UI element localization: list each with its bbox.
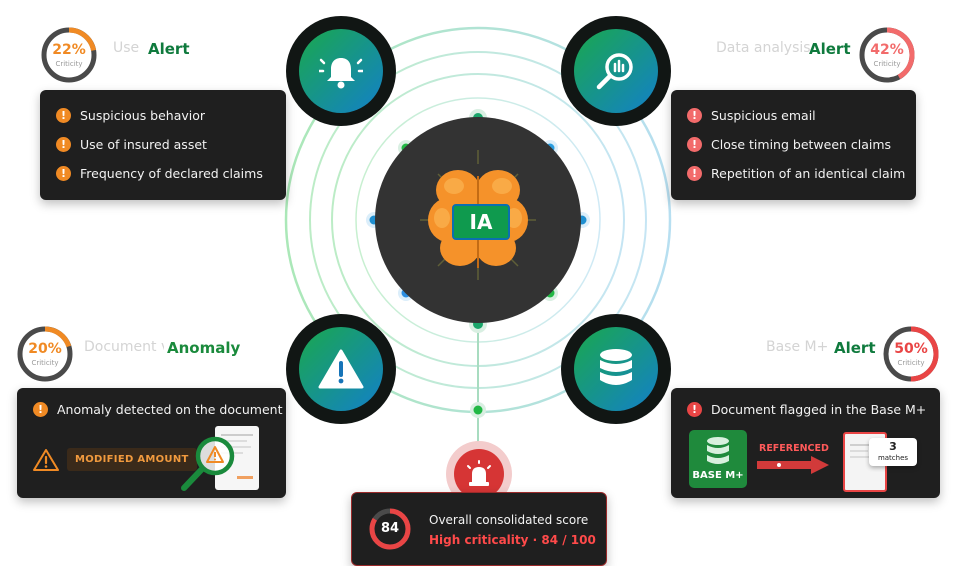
- arrow-right-icon: [757, 456, 829, 474]
- gauge-fill: [17, 326, 73, 382]
- warning-icon: !: [56, 137, 71, 152]
- criticity-gauge-top-left: 22% Criticity: [40, 26, 98, 84]
- criticity-gauge-top-right: 42% Criticity: [858, 26, 916, 84]
- gauge-caption: Criticity: [31, 359, 59, 367]
- warning-icon: !: [687, 402, 702, 417]
- matches-badge: 3 matches: [869, 438, 917, 466]
- anomaly-tag: Anomaly: [167, 339, 241, 357]
- faded-label-top-left: Use: [113, 40, 140, 56]
- warning-icon: !: [687, 108, 702, 123]
- list-item: ! Frequency of declared claims: [56, 166, 263, 181]
- magnifier-chart-icon: [596, 53, 633, 90]
- criticity-gauge-bottom-right: 50% Criticity: [882, 325, 940, 383]
- list-item: ! Use of insured asset: [56, 137, 207, 152]
- analysis-node: [561, 16, 671, 126]
- base-m-plus-logo: BASE M+: [689, 430, 747, 488]
- score-subtitle: High criticality · 84 / 100: [429, 533, 596, 547]
- database-icon: [707, 437, 729, 464]
- warning-icon: !: [56, 108, 71, 123]
- gauge-percent: 22%: [52, 42, 86, 58]
- gauge-fill: [883, 326, 939, 382]
- gauge-percent: 20%: [28, 341, 62, 357]
- gauge-percent: 50%: [894, 341, 928, 357]
- siren-node: [454, 449, 504, 499]
- warning-icon: !: [33, 402, 48, 417]
- database-node: [561, 314, 671, 424]
- card-header: ! Document flagged in the Base M+: [687, 402, 926, 417]
- list-item: ! Suspicious email: [687, 108, 816, 123]
- alert-tag-bottom-right: Alert: [834, 339, 876, 357]
- magnifier-icon: [181, 436, 235, 491]
- score-value: 84: [380, 521, 400, 536]
- anomaly-card: ! Anomaly detected on the document MODIF…: [17, 388, 286, 498]
- alert-tag-top-left: Alert: [148, 40, 190, 58]
- warning-icon: !: [687, 137, 702, 152]
- base-check-card: ! Document flagged in the Base M+ BASE M…: [671, 388, 940, 498]
- gauge-ring: [859, 27, 915, 83]
- warning-triangle-icon: [318, 349, 364, 389]
- warning-icon: !: [687, 166, 702, 181]
- gauge-caption: Criticity: [873, 60, 901, 68]
- score-card: 84 Overall consolidated score High criti…: [351, 492, 607, 566]
- alert-card-top-left: ! Suspicious behavior ! Use of insured a…: [40, 90, 286, 200]
- faded-label-bottom-left: Document verification: [84, 339, 164, 355]
- warning-icon: !: [56, 166, 71, 181]
- list-item: ! Repetition of an identical claim: [687, 166, 905, 181]
- gauge-caption: Criticity: [897, 359, 925, 367]
- modified-amount-badge: MODIFIED AMOUNT: [67, 448, 197, 471]
- referenced-label: REFERENCED: [759, 443, 829, 454]
- bell-icon: [319, 58, 363, 89]
- database-icon: [600, 349, 632, 385]
- gauge-ring: [17, 326, 73, 382]
- list-item: ! Close timing between claims: [687, 137, 891, 152]
- anomaly-node: [286, 314, 396, 424]
- gauge-caption: Criticity: [55, 60, 83, 68]
- ia-label: IA: [452, 204, 510, 240]
- gauge-fill: [41, 27, 97, 83]
- alert-card-top-right: ! Suspicious email ! Close timing betwee…: [671, 90, 916, 200]
- gauge-ring: [41, 27, 97, 83]
- gauge-fill: [859, 27, 915, 83]
- score-ring: [369, 508, 411, 550]
- faded-label-top-right: Data analysis: [716, 40, 811, 56]
- score-title: Overall consolidated score: [429, 513, 589, 527]
- criticity-gauge-bottom-left: 20% Criticity: [16, 325, 74, 383]
- alert-tag-top-right: Alert: [809, 40, 851, 58]
- gauge-percent: 42%: [870, 42, 904, 58]
- list-item: ! Suspicious behavior: [56, 108, 205, 123]
- gauge-ring: [883, 326, 939, 382]
- siren-icon: [467, 460, 491, 486]
- card-header: ! Anomaly detected on the document: [33, 402, 283, 417]
- triangle-warning-icon: [33, 449, 59, 471]
- bell-node: [286, 16, 396, 126]
- faded-label-bottom-right: Base M+ check: [766, 339, 830, 355]
